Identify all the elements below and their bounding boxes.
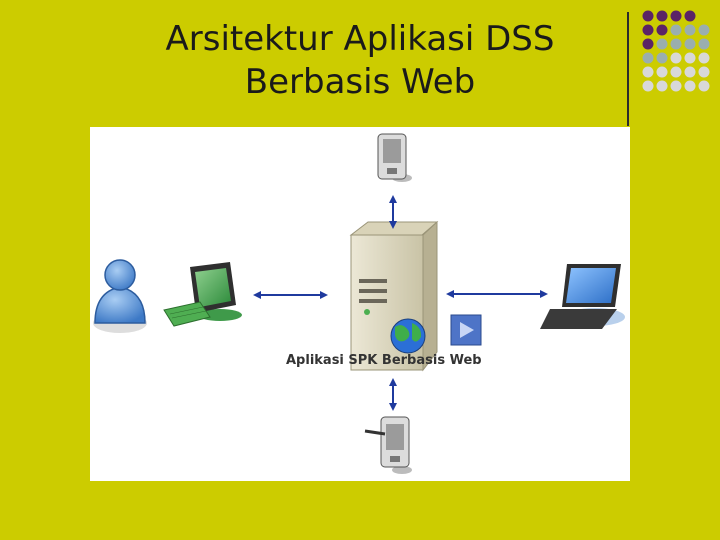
decorative-dot [698,38,710,50]
decorative-dot [642,80,654,92]
decorative-vertical-line [627,12,629,126]
decorative-dot [670,24,682,36]
decorative-dot [642,66,654,78]
desktop-computer-icon [163,262,242,327]
decorative-dot [684,52,696,64]
decorative-dot [656,80,668,92]
user-icon [93,259,147,333]
slide-title-line-2: Berbasis Web [244,62,476,102]
decorative-dot [684,24,696,36]
decorative-dot [656,52,668,64]
decorative-dot [670,66,682,78]
decorative-dot [684,38,696,50]
decorative-dot [670,38,682,50]
web-server-icon [349,220,482,372]
decorative-dot [698,80,710,92]
decorative-dot [642,52,654,64]
decorative-dot [698,66,710,78]
decorative-dot [684,66,696,78]
decorative-dot [698,52,710,64]
pda-bottom-icon [364,416,412,474]
pda-top-icon [377,133,412,182]
decorative-dot [656,24,668,36]
laptop-icon [540,264,625,329]
decorative-dot [656,10,668,22]
architecture-diagram: Aplikasi SPK Berbasis Web [90,127,630,481]
server-label: Aplikasi SPK Berbasis Web [286,353,482,368]
decorative-dot [656,66,668,78]
play-arrow-icon [450,314,482,346]
decorative-dot [670,10,682,22]
decorative-dot [642,24,654,36]
slide-title: Arsitektur Aplikasi DSS Berbasis Web [120,18,600,104]
globe-icon [390,318,426,354]
decorative-dot [642,38,654,50]
decorative-dot [642,10,654,22]
decorative-dot [656,38,668,50]
decorative-dot [670,52,682,64]
slide-title-line-1: Arsitektur Aplikasi DSS [165,19,555,59]
decorative-dot [684,80,696,92]
decorative-dot [670,80,682,92]
decorative-dot-grid [642,10,710,92]
decorative-dot [698,24,710,36]
decorative-dot [684,10,696,22]
